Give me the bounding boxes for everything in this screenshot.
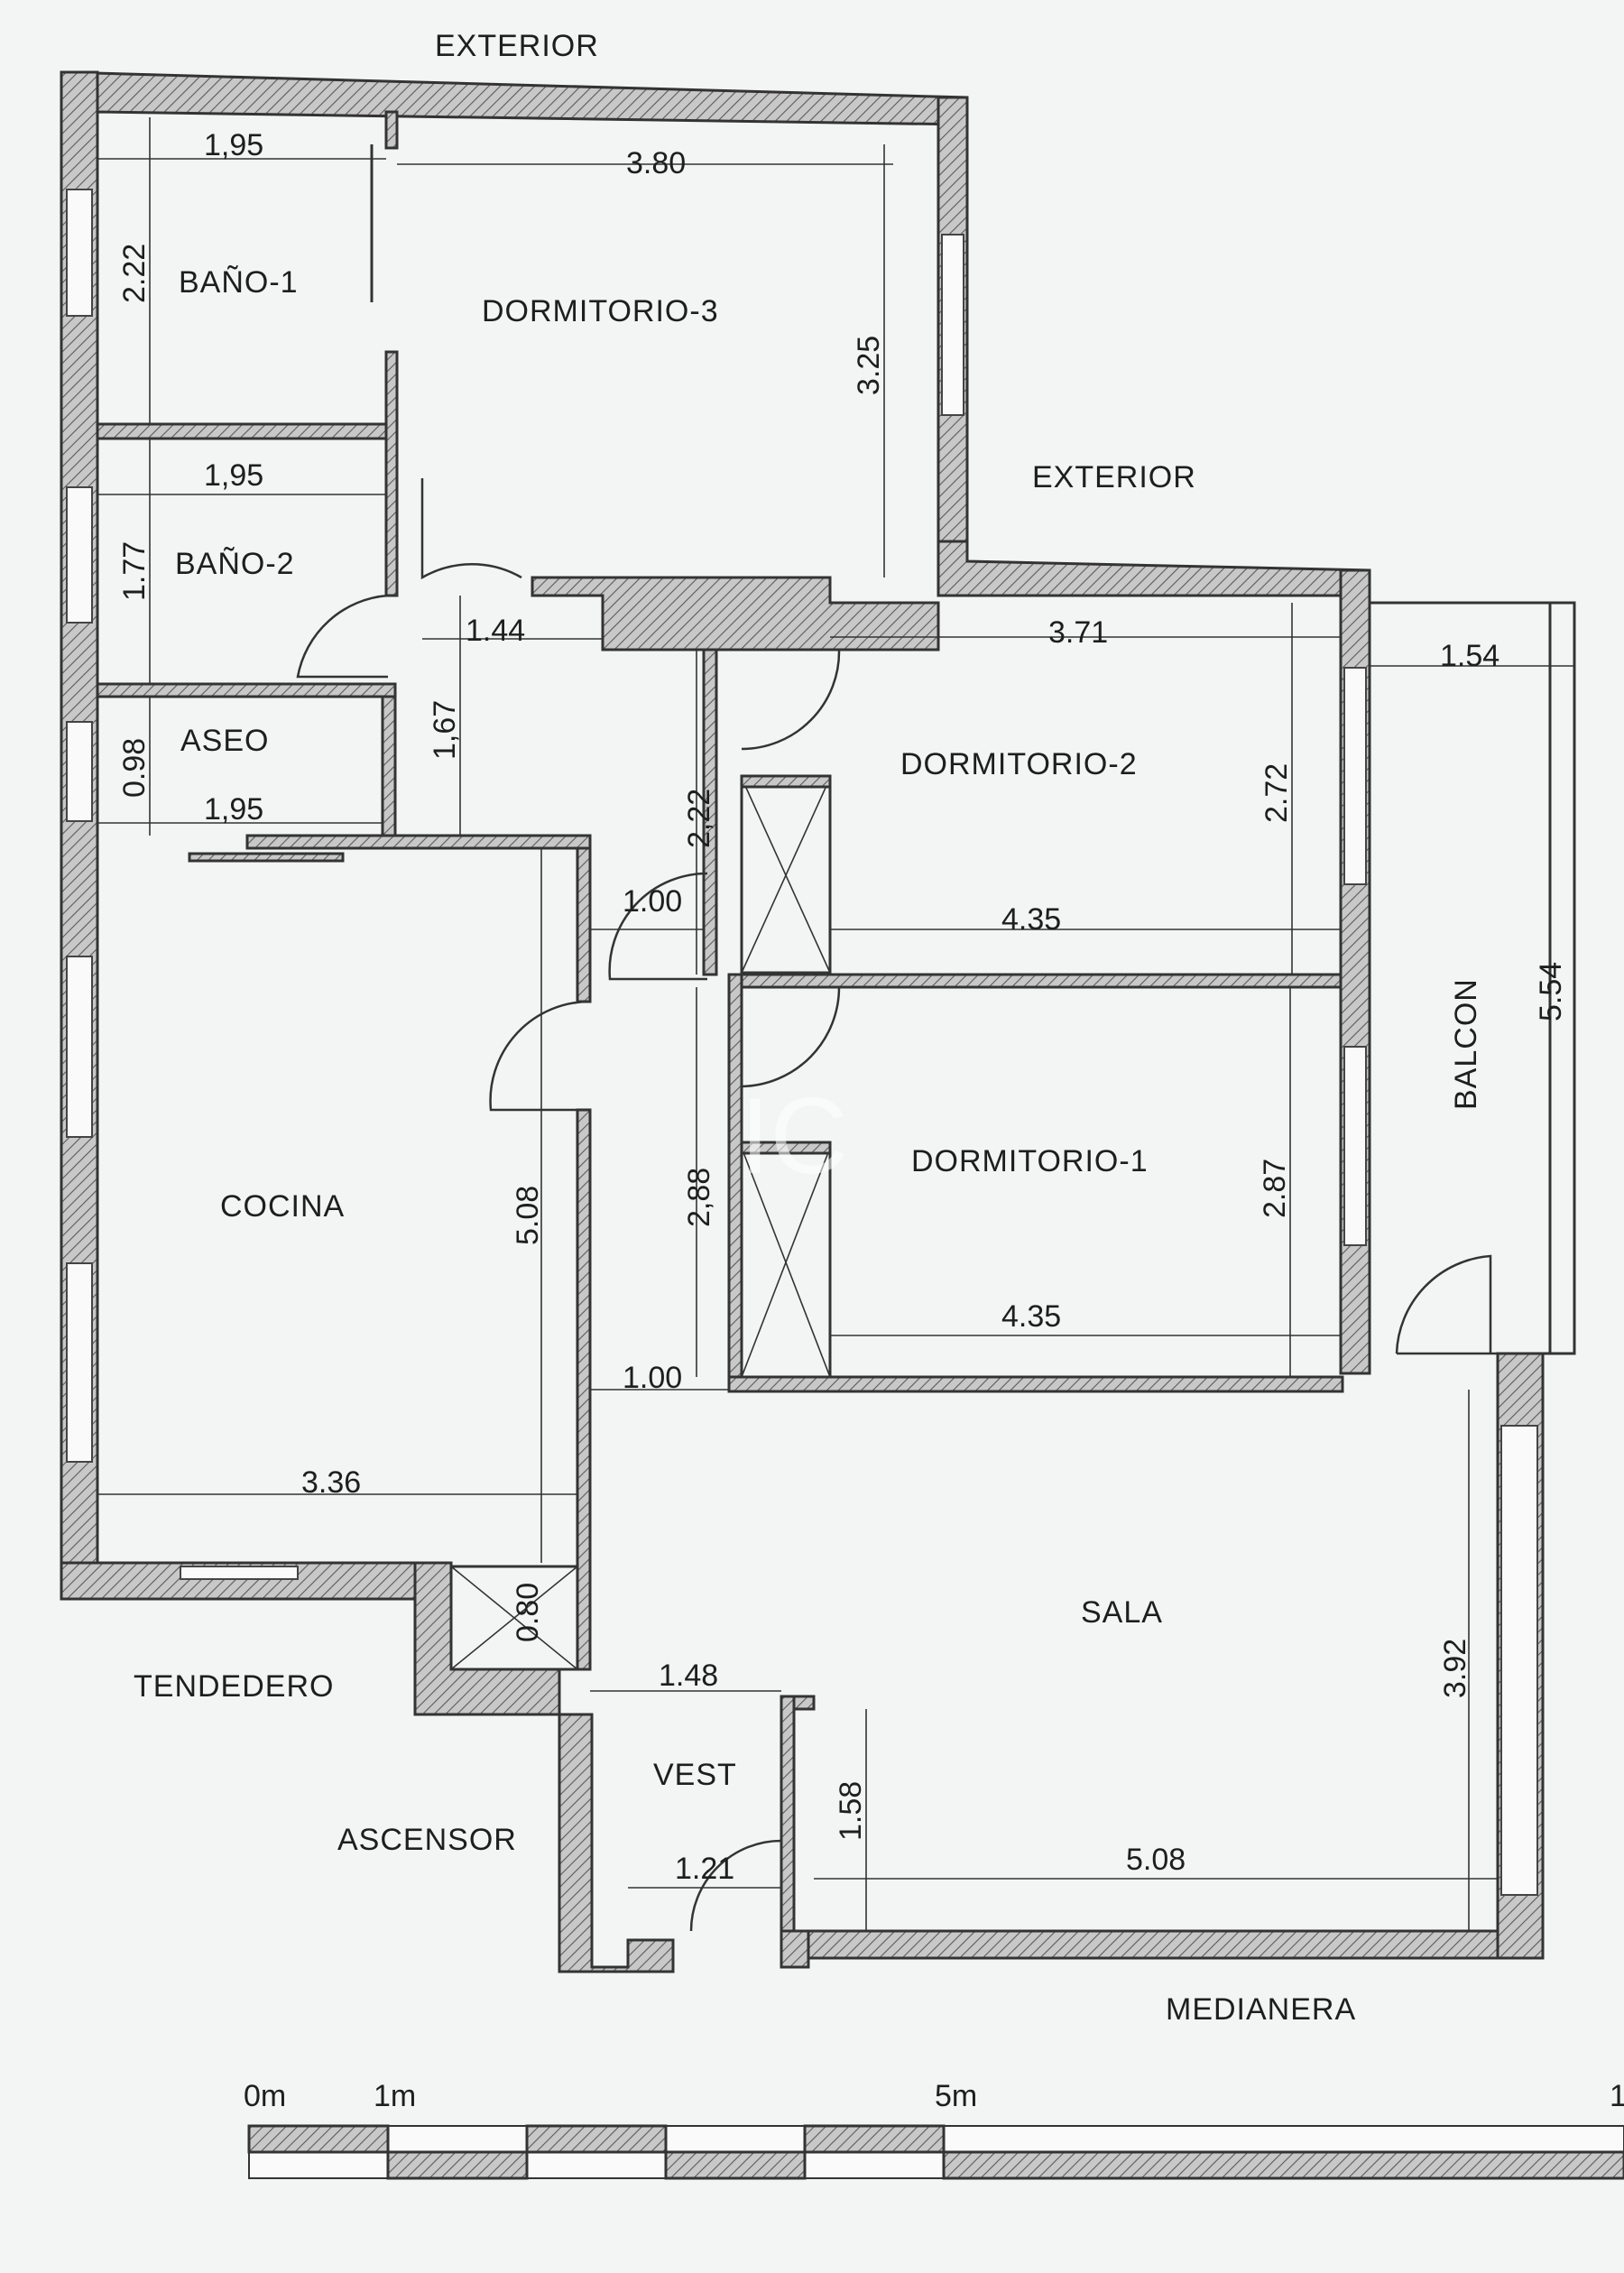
- scale-label-5m: 5m: [935, 2079, 977, 2113]
- dim-dorm2-top: 3.71: [1048, 615, 1108, 650]
- room-vest: VEST: [653, 1758, 737, 1792]
- dim-pasillo-width: 1.44: [466, 614, 525, 648]
- dim-balcon-width: 1.54: [1440, 639, 1499, 673]
- room-dormitorio-2: DORMITORIO-2: [900, 747, 1138, 781]
- dim-balcon-height: 5.54: [1534, 962, 1568, 1021]
- dim-vest-width: 1.48: [659, 1659, 718, 1693]
- dim-bano2-height: 1.77: [117, 541, 152, 601]
- closets: [740, 774, 832, 1379]
- dim-dorm3-width: 3.80: [626, 146, 686, 180]
- room-cocina: COCINA: [220, 1189, 345, 1224]
- dim-vest-door: 1.21: [675, 1852, 734, 1886]
- room-bano-2: BAÑO-2: [175, 547, 295, 581]
- doors: [296, 478, 1498, 1932]
- room-dormitorio-1: DORMITORIO-1: [911, 1144, 1149, 1178]
- label-medianera: MEDIANERA: [1166, 1992, 1356, 2027]
- scale-bar: 0m 1m 5m 1: [244, 2079, 1624, 2180]
- room-labels: BAÑO-1 DORMITORIO-3 BAÑO-2 ASEO DORMITOR…: [175, 265, 1483, 1792]
- dim-bano1-width: 1,95: [204, 128, 263, 162]
- dim-dist-height-2: 2,88: [682, 1168, 716, 1227]
- dim-aseo-width: 1,95: [204, 792, 263, 827]
- room-balcon: BALCON: [1449, 978, 1483, 1110]
- watermark-logo: IC: [740, 1076, 848, 1197]
- dim-dorm2-height: 2.72: [1260, 763, 1294, 823]
- dim-sala-width: 5.08: [1126, 1843, 1186, 1877]
- lift-shaft: [449, 1565, 579, 1671]
- dim-dorm3-height: 3.25: [852, 336, 886, 395]
- dim-door-width-2: 1.00: [623, 1361, 682, 1395]
- dimension-lines: [97, 117, 1574, 1931]
- side-labels: EXTERIOR EXTERIOR MEDIANERA TENDEDERO AS…: [134, 29, 1356, 2027]
- dim-dorm1-bottom: 4.35: [1001, 1299, 1061, 1334]
- windows: [66, 189, 1538, 1896]
- dim-ducto: 0.80: [511, 1583, 545, 1642]
- dim-pasillo-height: 1,67: [428, 700, 462, 760]
- label-tendedero: TENDEDERO: [134, 1669, 334, 1704]
- scale-label-0m: 0m: [244, 2079, 286, 2113]
- dim-dorm1-height: 2.87: [1258, 1159, 1292, 1218]
- room-aseo: ASEO: [180, 724, 269, 758]
- scale-label-1m: 1m: [374, 2079, 416, 2113]
- dim-vest-height: 1.58: [834, 1781, 868, 1841]
- room-dormitorio-3: DORMITORIO-3: [482, 294, 719, 328]
- scale-label-10m: 1: [1610, 2079, 1624, 2113]
- room-bano-1: BAÑO-1: [179, 265, 299, 300]
- label-exterior-top: EXTERIOR: [435, 29, 599, 63]
- dim-sala-height: 3.92: [1438, 1639, 1472, 1698]
- dim-dist-height: 2,22: [682, 789, 716, 848]
- label-ascensor: ASCENSOR: [337, 1823, 517, 1857]
- dim-door-width-1: 1.00: [623, 884, 682, 919]
- dim-dorm2-bottom: 4.35: [1001, 902, 1061, 937]
- room-sala: SALA: [1081, 1595, 1163, 1630]
- dim-cocina-height: 5.08: [511, 1186, 545, 1245]
- label-exterior-right: EXTERIOR: [1032, 460, 1196, 494]
- dim-bano1-height: 2.22: [117, 244, 152, 303]
- balcony: [1370, 601, 1576, 1355]
- dim-bano2-width: 1,95: [204, 458, 263, 493]
- interior-walls: [96, 110, 1344, 1933]
- dim-cocina-width: 3.36: [301, 1465, 361, 1500]
- dimension-labels: 1,95 3.80 2.22 3.25 1,95 1.77 1.44 1,67 …: [117, 128, 1568, 1886]
- dim-aseo-height: 0.98: [117, 738, 152, 798]
